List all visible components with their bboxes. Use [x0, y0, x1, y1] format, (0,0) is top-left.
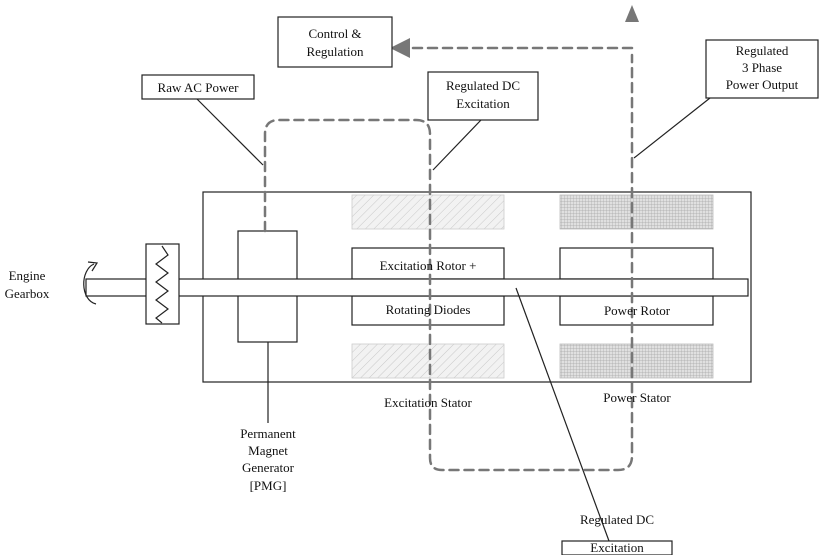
- power-stator-label: Power Stator: [603, 390, 671, 405]
- excitation-stator-bottom: [351, 343, 505, 379]
- reg-dc-top-line1: Regulated DC: [446, 78, 520, 93]
- control-regulation-box: [277, 16, 393, 68]
- reg-3phase-box: [705, 39, 819, 99]
- pmg-label-line1: Permanent: [240, 426, 296, 441]
- leader-reg-dc-bottom: [515, 287, 610, 542]
- leader-raw-ac: [196, 98, 264, 166]
- excitation-stator-top: [351, 194, 505, 230]
- shaft: [85, 278, 749, 297]
- coupling: [145, 243, 180, 325]
- excitation-rotor-bottom: [351, 295, 505, 326]
- power-rotor-bottom: [559, 295, 714, 326]
- exc-stator-label: Excitation Stator: [384, 395, 472, 410]
- pmg-label-line2: Magnet: [248, 443, 288, 458]
- raw-ac-box: [141, 74, 255, 100]
- exc-rotor-top-label: Excitation Rotor +: [380, 258, 477, 273]
- exc-rotor-bottom-label: Rotating Diodes: [386, 302, 471, 317]
- pmg-label-line4: [PMG]: [250, 478, 287, 493]
- control-label-line1: Control &: [308, 26, 361, 41]
- reg-3phase-line1: Regulated: [736, 43, 789, 58]
- control-label-line2: Regulation: [306, 44, 364, 59]
- power-flow-path: [263, 53, 634, 472]
- reg-3phase-line3: Power Output: [726, 77, 799, 92]
- power-stator-bottom: [559, 343, 714, 379]
- rotation-arrow-icon: [83, 263, 97, 305]
- engine-label-line2: Gearbox: [5, 286, 50, 301]
- reg-dc-top-box: [427, 71, 539, 121]
- leader-reg-dc-top: [432, 119, 482, 171]
- reg-dc-bottom-line1-visible: Regulated DC: [580, 512, 654, 527]
- power-stator-top: [559, 194, 714, 230]
- output-arrowhead-icon: [625, 5, 639, 22]
- pmg-label-line3: Generator: [242, 460, 295, 475]
- reg-dc-bottom-line2: Excitation: [590, 540, 644, 555]
- power-rotor-label: Power Rotor: [604, 303, 671, 318]
- leader-3phase: [633, 97, 711, 159]
- reg-3phase-line2: 3 Phase: [742, 60, 782, 75]
- raw-ac-label: Raw AC Power: [158, 80, 240, 95]
- coupling-zigzag: [155, 245, 169, 324]
- reg-dc-top-line2: Excitation: [456, 96, 510, 111]
- power-rotor-top: [559, 247, 714, 280]
- engine-label-line1: Engine: [9, 268, 46, 283]
